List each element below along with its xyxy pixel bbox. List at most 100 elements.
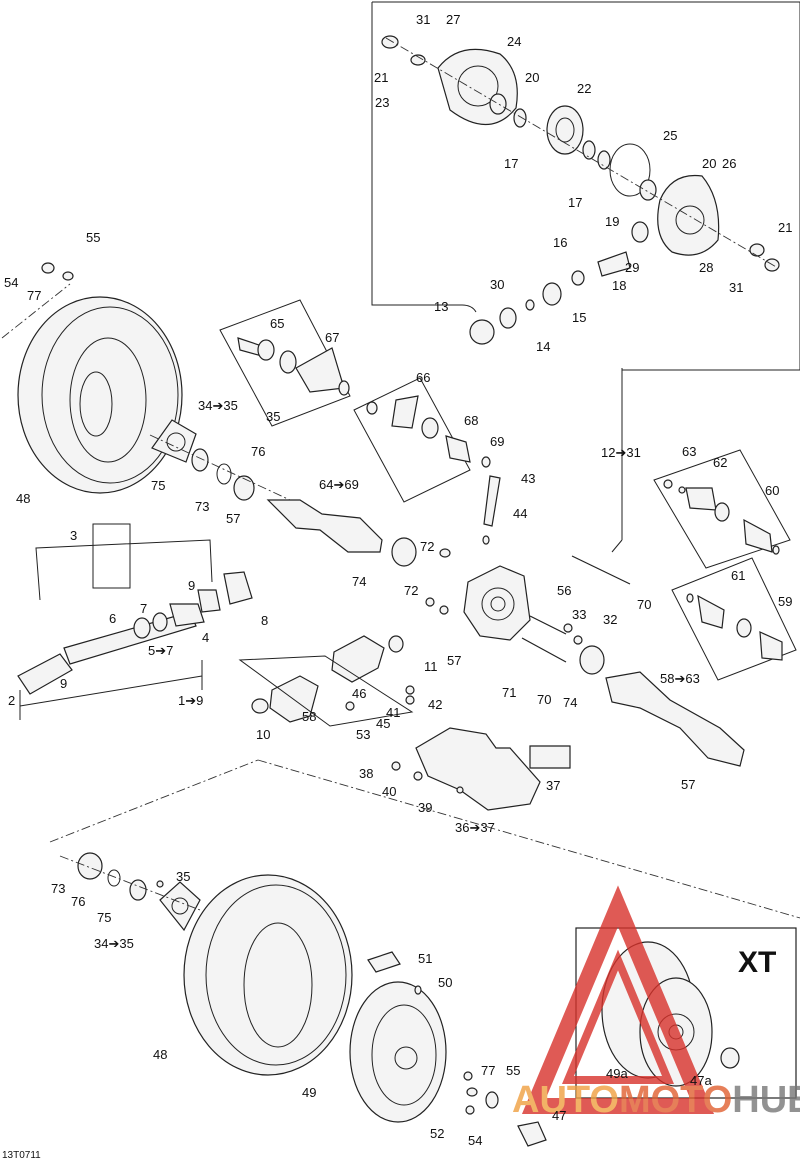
callout-c59: 59 (778, 594, 792, 609)
callout-c17a: 17 (504, 156, 518, 171)
differential-inset-frame (371, 1, 800, 371)
callout-c15: 15 (572, 310, 586, 325)
callout-c70b: 70 (537, 692, 551, 707)
skid-plate (391, 727, 571, 811)
watermark-text-auto: AUTO (512, 1079, 619, 1121)
callout-c39: 39 (418, 800, 432, 815)
hub-assembly-lower (59, 852, 201, 932)
callout-c26: 26 (722, 156, 736, 171)
callout-c74b: 74 (563, 695, 577, 710)
rear-wheel-lower (183, 874, 547, 1147)
callout-c72b: 72 (404, 583, 418, 598)
callout-c3637: 36➔37 (455, 820, 495, 835)
callout-c69: 69 (490, 434, 504, 449)
callout-c73b: 73 (51, 881, 65, 896)
callout-c29: 29 (625, 260, 639, 275)
center-differential-housing (388, 475, 631, 675)
front-drive-shaft-upper (219, 299, 491, 567)
callout-c1231: 12➔31 (601, 445, 641, 460)
differential-parts (381, 35, 780, 345)
callout-c55a: 55 (86, 230, 100, 245)
callout-c24: 24 (507, 34, 521, 49)
callout-c52: 52 (430, 1126, 444, 1141)
callout-c61: 61 (731, 568, 745, 583)
callout-c3435b: 34➔35 (94, 936, 134, 951)
callout-c75b: 75 (97, 910, 111, 925)
callout-c43: 43 (521, 471, 535, 486)
callout-c46: 46 (352, 686, 366, 701)
callout-c77b: 77 (481, 1063, 495, 1078)
callout-c49: 49 (302, 1085, 316, 1100)
callout-c21a: 21 (374, 70, 388, 85)
callout-c62: 62 (713, 455, 727, 470)
callout-c41: 41 (386, 705, 400, 720)
callout-c16: 16 (553, 235, 567, 250)
callout-c48b: 48 (153, 1047, 167, 1062)
callout-c48a: 48 (16, 491, 30, 506)
front-wheel-upper-left (1, 262, 183, 494)
callout-c75a: 75 (151, 478, 165, 493)
callout-c70a: 70 (637, 597, 651, 612)
callout-c13: 13 (434, 299, 448, 314)
callout-c9a: 9 (188, 578, 195, 593)
callout-c23: 23 (375, 95, 389, 110)
callout-c47a: 47a (690, 1073, 712, 1088)
callout-c35a: 35 (266, 409, 280, 424)
callout-c3: 3 (70, 528, 77, 543)
propeller-shaft (17, 523, 253, 720)
callout-c55b: 55 (506, 1063, 520, 1078)
callout-c54b: 54 (468, 1133, 482, 1148)
callout-c18: 18 (612, 278, 626, 293)
callout-c22: 22 (577, 81, 591, 96)
callout-c56: 56 (557, 583, 571, 598)
callout-c14: 14 (536, 339, 550, 354)
callout-c74a: 74 (352, 574, 366, 589)
callout-c31a: 31 (416, 12, 430, 27)
callout-c28: 28 (699, 260, 713, 275)
callout-c68: 68 (464, 413, 478, 428)
xt-inset-title: XT (738, 946, 776, 979)
callout-c42: 42 (428, 697, 442, 712)
callout-c54a: 54 (4, 275, 18, 290)
callout-c5863: 58➔63 (660, 671, 700, 686)
callout-c9b: 9 (60, 676, 67, 691)
callout-c20b: 20 (702, 156, 716, 171)
callout-c6469: 64➔69 (319, 477, 359, 492)
callout-c57b: 57 (447, 653, 461, 668)
callout-c7: 7 (140, 601, 147, 616)
watermark-text-hub: HUB (732, 1079, 800, 1121)
callout-c73a: 73 (195, 499, 209, 514)
callout-c19: 19 (605, 214, 619, 229)
watermark-text-moto: MOTO (619, 1079, 732, 1121)
callout-c57arrow: 5➔7 (148, 643, 173, 658)
callout-c30: 30 (490, 277, 504, 292)
lower-wheel-boundary (49, 759, 259, 843)
callout-c72a: 72 (420, 539, 434, 554)
callout-c50: 50 (438, 975, 452, 990)
callout-c67: 67 (325, 330, 339, 345)
callout-c4: 4 (202, 630, 209, 645)
callout-c65: 65 (270, 316, 284, 331)
callout-c3435a: 34➔35 (198, 398, 238, 413)
callout-c77a: 77 (27, 288, 41, 303)
rear-drive-shaft-right (605, 449, 797, 767)
callout-c71: 71 (502, 685, 516, 700)
callout-c63: 63 (682, 444, 696, 459)
callout-c33: 33 (572, 607, 586, 622)
svg-text:AUTOMOTOHUB: AUTOMOTOHUB (512, 1079, 800, 1121)
callout-c57a: 57 (226, 511, 240, 526)
callout-c60: 60 (765, 483, 779, 498)
callout-c31b: 31 (729, 280, 743, 295)
callout-c76b: 76 (71, 894, 85, 909)
callout-c32: 32 (603, 612, 617, 627)
hub-assembly-upper (149, 419, 291, 501)
callout-c38: 38 (359, 766, 373, 781)
callout-c35b: 35 (176, 869, 190, 884)
watermark: AUTOMOTOHUB (512, 885, 800, 1121)
callout-c11: 11 (424, 659, 438, 674)
callout-c10: 10 (256, 727, 270, 742)
callout-c47: 47 (552, 1108, 566, 1123)
front-differential-assembly (238, 635, 415, 727)
callout-c57c: 57 (681, 777, 695, 792)
